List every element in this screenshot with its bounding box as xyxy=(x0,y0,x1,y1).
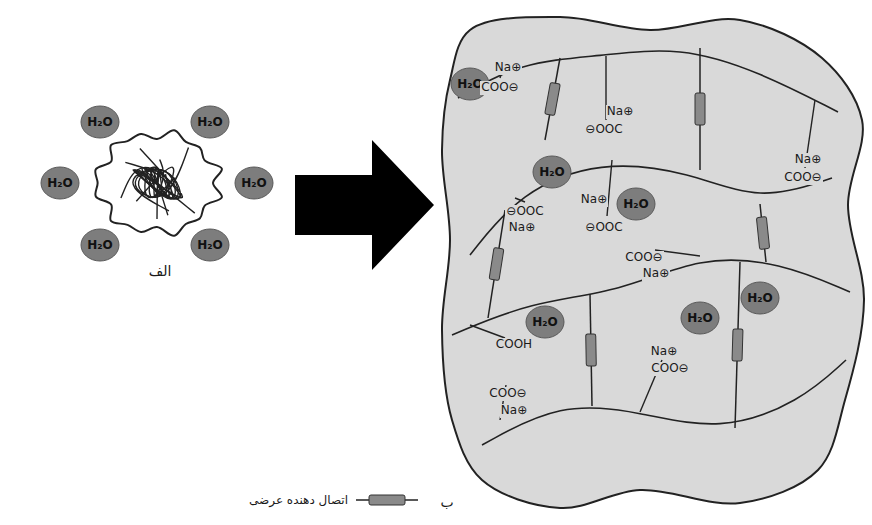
water-molecule: H₂O xyxy=(741,282,779,314)
water-molecule: H₂O xyxy=(533,156,571,188)
polymer-coil-outline xyxy=(95,130,222,236)
process-arrow xyxy=(295,140,434,270)
panel-letter: ب xyxy=(439,495,454,510)
water-formula: H₂O xyxy=(533,165,571,179)
water-formula: H₂O xyxy=(81,115,119,129)
chemical-group: COOH xyxy=(495,338,533,351)
water-formula: H₂O xyxy=(41,176,79,190)
chemical-group: COO⊖ xyxy=(624,251,663,264)
water-formula: H₂O xyxy=(191,115,229,129)
chemical-group: ⊖OOC xyxy=(505,205,544,218)
water-formula: H₂O xyxy=(617,197,655,211)
water-formula: H₂O xyxy=(681,311,719,325)
chemical-group: ⊖OOC xyxy=(584,123,623,136)
chemical-group: Na⊕ xyxy=(794,153,822,166)
chemical-group: Na⊕ xyxy=(508,221,536,234)
swollen-gel-outline xyxy=(442,17,864,508)
water-formula: H₂O xyxy=(741,291,779,305)
chemical-group: Na⊕ xyxy=(650,345,678,358)
water-molecule: H₂O xyxy=(235,167,273,199)
legend-text: اتصال دهنده عرضی xyxy=(249,493,348,507)
water-formula: H₂O xyxy=(191,238,229,252)
chemical-group: COO⊖ xyxy=(488,387,527,400)
chemical-group: Na⊕ xyxy=(606,105,634,118)
panel-letter: الف xyxy=(148,264,173,279)
chemical-group: Na⊕ xyxy=(500,404,528,417)
water-formula: H₂O xyxy=(526,315,564,329)
chemical-group: Na⊕ xyxy=(642,267,670,280)
chemical-group: COO⊖ xyxy=(650,362,689,375)
chemical-group: Na⊕ xyxy=(580,193,608,206)
water-molecule: H₂O xyxy=(81,106,119,138)
water-molecule: H₂O xyxy=(41,167,79,199)
cross-links xyxy=(488,48,770,428)
water-molecule: H₂O xyxy=(191,106,229,138)
water-molecule: H₂O xyxy=(81,229,119,261)
polymer-coil xyxy=(121,148,195,219)
polymer-chains xyxy=(452,51,850,445)
water-formula: H₂O xyxy=(235,176,273,190)
water-formula: H₂O xyxy=(81,238,119,252)
chemical-group: COO⊖ xyxy=(783,171,822,184)
water-molecule: H₂O xyxy=(617,188,655,220)
chemical-group: ⊖OOC xyxy=(584,221,623,234)
chemical-group: COO⊖ xyxy=(480,81,519,94)
chemical-group: Na⊕ xyxy=(494,61,522,74)
water-molecule: H₂O xyxy=(191,229,229,261)
legend-sample xyxy=(356,495,418,505)
water-molecule: H₂O xyxy=(681,302,719,334)
water-molecule: H₂O xyxy=(526,306,564,338)
